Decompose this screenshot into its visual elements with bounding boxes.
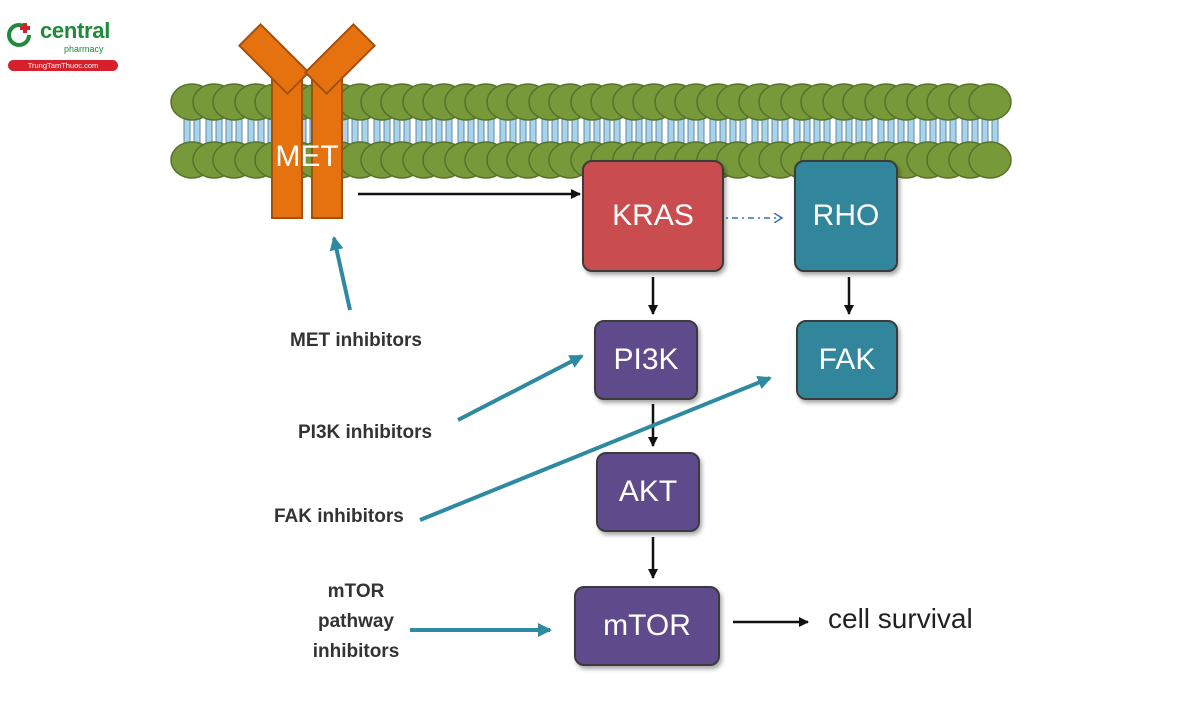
mtor-inhibitors-line1: mTOR — [327, 581, 385, 602]
kras-node: KRAS — [582, 160, 724, 272]
pi3k-node: PI3K — [594, 320, 698, 400]
central-pharmacy-logo: central pharmacy TrungTamThuoc.com — [6, 18, 118, 74]
fak-inhibitors-label: FAK inhibitors — [274, 506, 404, 527]
logo-website: TrungTamThuoc.com — [8, 60, 118, 71]
logo-subtitle: pharmacy — [64, 44, 104, 54]
mtor-inhibitors-line3: inhibitors — [312, 641, 400, 662]
cell-membrane — [170, 83, 1012, 179]
pi3k-inhibitors-label: PI3K inhibitors — [298, 422, 433, 443]
mtor-node: mTOR — [574, 586, 720, 666]
akt-node: AKT — [596, 452, 700, 532]
rho-node: RHO — [794, 160, 898, 272]
met-receptor — [237, 22, 377, 219]
fak-node: FAK — [796, 320, 898, 400]
mtor-inhibitors-line2: pathway — [317, 611, 395, 632]
cell-survival-label: cell survival — [828, 603, 973, 634]
fak-inhibitor-arrow — [419, 376, 772, 522]
met-inhibitors-label: MET inhibitors — [290, 330, 422, 351]
met-inhibitor-arrow — [329, 236, 352, 311]
met-label: MET — [275, 140, 339, 173]
mtor-inhibitors-label: mTOR pathway inhibitors — [296, 577, 416, 667]
phospholipid — [968, 83, 1012, 179]
pharmacy-cross-icon — [7, 23, 31, 47]
logo-name: central — [40, 18, 111, 43]
pi3k-inhibitor-arrow — [457, 354, 584, 422]
